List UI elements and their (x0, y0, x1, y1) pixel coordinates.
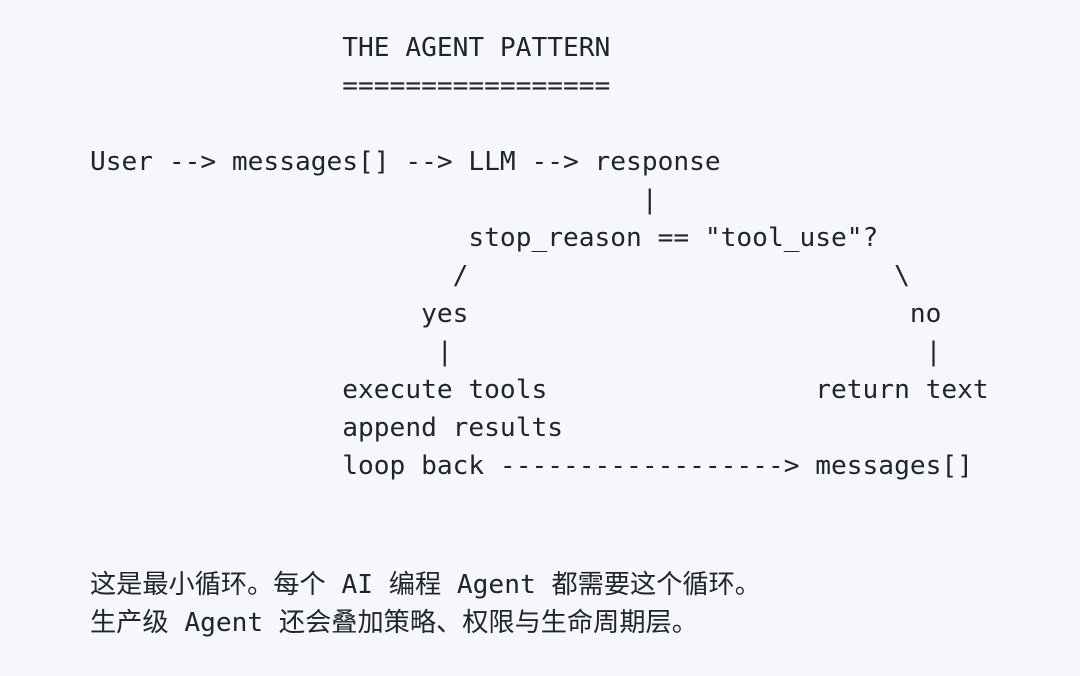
footer-notes: 这是最小循环。每个 AI 编程 Agent 都需要这个循环。 生产级 Agent… (90, 566, 1080, 642)
flow-line-condition: stop_reason == "tool_use"? (90, 223, 879, 253)
diagram-header: THE AGENT PATTERN ================= (342, 29, 1080, 105)
diagram-flow: User --> messages[] --> LLM --> response… (90, 143, 1080, 485)
flow-line-response-pipe: | (90, 185, 658, 215)
footer-note-2: 生产级 Agent 还会叠加策略、权限与生命周期层。 (90, 608, 698, 638)
flow-line-branch-pipes: | | (90, 337, 942, 367)
flow-line-append-results: append results (90, 413, 563, 443)
footer-note-1: 这是最小循环。每个 AI 编程 Agent 都需要这个循环。 (90, 570, 761, 600)
ascii-diagram: THE AGENT PATTERN ================= User… (90, 29, 1080, 485)
diagram-title: THE AGENT PATTERN (342, 33, 611, 63)
flow-line-loop-back: loop back ------------------> messages[] (90, 451, 973, 481)
flow-line-branch-slashes: / \ (90, 261, 910, 291)
flow-line-branch-labels: yes no (90, 299, 942, 329)
flow-line-actions: execute tools return text (90, 375, 989, 405)
flow-line-pipeline: User --> messages[] --> LLM --> response (90, 147, 721, 177)
title-underline: ================= (342, 71, 611, 101)
